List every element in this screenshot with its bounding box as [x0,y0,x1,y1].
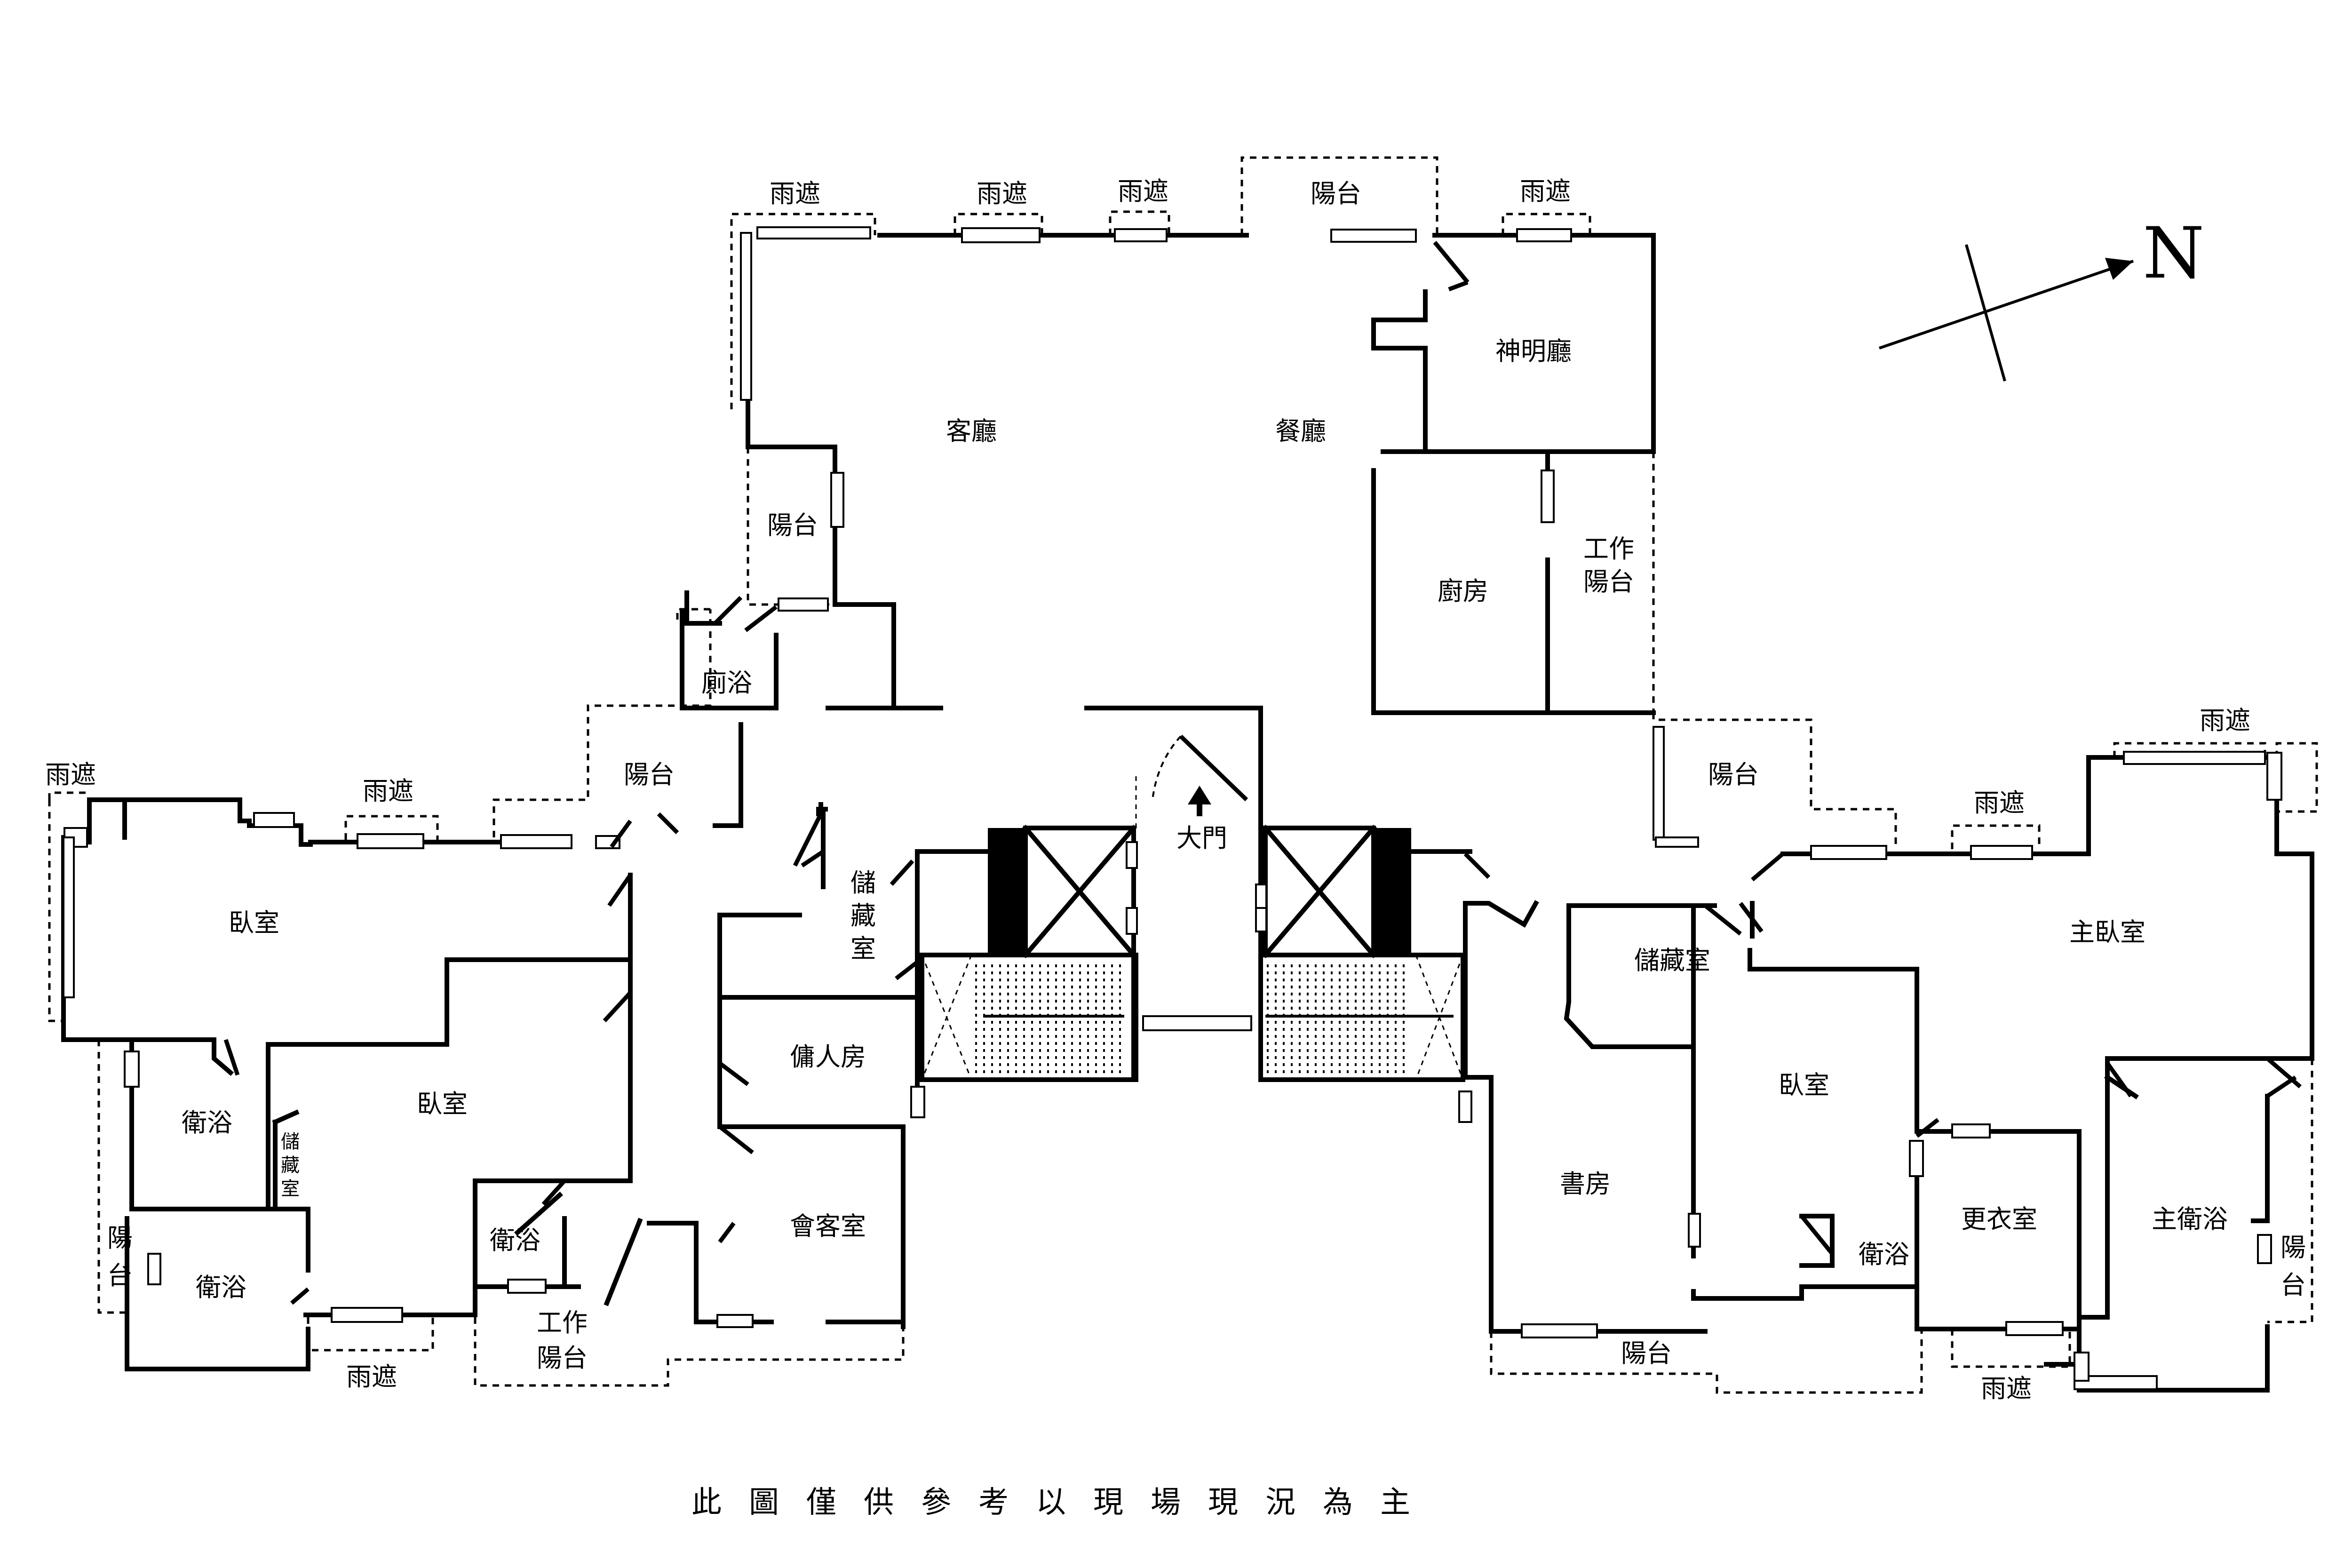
storage-right-label: 儲藏室 [1634,946,1710,975]
disclaimer: 此圖僅供參考以現場現況為主 [691,1485,1438,1520]
bath-west-3-label: 衛浴 [196,1273,246,1302]
kitchen-label: 廚房 [1438,576,1488,606]
bath-west-2-label: 衛浴 [490,1226,540,1255]
storage-small-label-3: 室 [281,1178,300,1200]
storage-small-label-1: 儲 [281,1131,300,1153]
stair-treads [975,964,1405,1077]
west-wing-windows [63,812,620,1323]
west-wing-dashed [48,608,905,1387]
guest-toilet-label: 廁浴 [701,668,752,698]
master-bedroom-label: 主臥室 [2069,917,2145,947]
balcony-east-side-label-2: 台 [2280,1270,2306,1300]
room-labels: 雨遮 雨遮 雨遮 陽台 雨遮 神明廳 客廳 餐廳 陽台 廚房 工作 陽台 廁浴 … [45,176,2306,1403]
bath-east-label: 衛浴 [1859,1240,1909,1269]
canopy-label-1: 雨遮 [770,179,820,208]
west-doors [223,812,679,1305]
front-balcony-left-label: 陽台 [624,760,675,789]
study-label: 書房 [1560,1169,1611,1199]
entrance-arrow-icon [1188,786,1211,816]
top-block-walls [746,233,1656,842]
top-dashed-outlines [730,156,1655,713]
bedroom-east-label: 臥室 [1779,1070,1829,1100]
canopy-label-10: 雨遮 [1981,1374,2032,1403]
bedroom-west-label: 臥室 [229,908,279,938]
bath-west-1-label: 衛浴 [182,1108,232,1138]
storage-small-label-2: 藏 [281,1154,300,1176]
utility-balcony-bottom-label-1: 工作 [537,1308,588,1337]
west-balcony-label: 陽台 [767,510,818,540]
balcony-west-side-label-2: 台 [107,1261,133,1290]
balcony-east-side-label-1: 陽 [2280,1233,2306,1262]
master-bath-label: 主衛浴 [2152,1204,2228,1234]
center-walls [647,590,981,1329]
compass-north-label: N [2143,213,2204,294]
canopy-label-9: 雨遮 [346,1362,397,1392]
shrine-hall-label: 神明廳 [1495,336,1572,366]
maid-room-label: 傭人房 [790,1042,866,1072]
dining-room-label: 餐廳 [1275,416,1326,446]
north-compass: N [1879,213,2204,382]
living-room-label: 客廳 [946,416,997,446]
bedroom-southwest-label: 臥室 [417,1089,468,1119]
utility-balcony-bottom-label-2: 陽台 [537,1343,588,1373]
canopy-label-6: 雨遮 [363,776,413,806]
storage-center-label-2: 藏 [850,901,876,931]
canopy-label-4: 雨遮 [1520,176,1571,206]
entrance-label: 大門 [1176,823,1227,853]
canopy-label-5: 雨遮 [45,760,96,789]
balcony-west-side-label-1: 陽 [107,1223,133,1253]
balcony-bottom-right-label: 陽台 [1621,1338,1672,1368]
reception-room-label: 會客室 [790,1211,866,1241]
east-wing-dashed [1490,713,2318,1394]
top-balcony-label: 陽台 [1311,179,1361,208]
top-windows [740,226,1572,612]
canopy-label-3: 雨遮 [1118,176,1168,206]
front-balcony-right-label: 陽台 [1708,760,1759,789]
center-windows [716,1086,925,1328]
storage-center-label-1: 儲 [850,868,876,898]
stair-core [920,776,1465,1082]
canopy-label-2: 雨遮 [977,179,1027,208]
canopy-label-7: 雨遮 [1974,788,2025,818]
utility-balcony-top-label-1: 工作 [1583,534,1634,564]
storage-center-label-3: 室 [850,934,876,963]
canopy-label-8: 雨遮 [2200,706,2250,735]
walk-in-closet-label: 更衣室 [1961,1204,2037,1234]
east-wing-windows [1458,726,2282,1390]
utility-balcony-top-label-2: 陽台 [1583,567,1634,597]
